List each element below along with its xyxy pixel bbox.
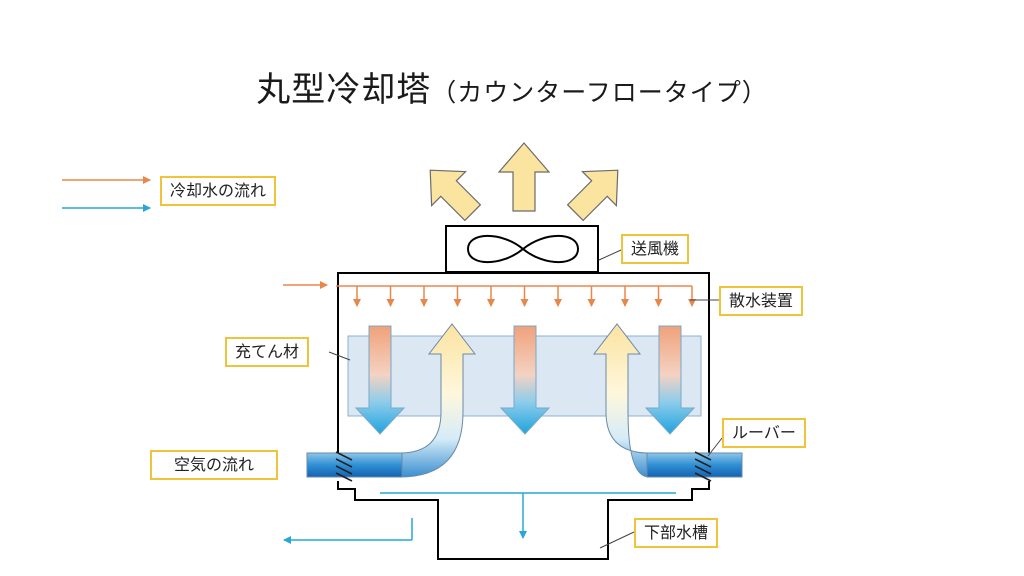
basin-water-lines [283,492,676,544]
label-sprinkler-text: 散水装置 [729,291,794,310]
label-sprinkler: 散水装置 [719,286,804,316]
sprinkler-nozzles [353,286,730,307]
legend-label-water-text: 冷却水の流れ [170,181,267,200]
page-title: 丸型冷却塔（カウンターフロータイプ） [0,62,1024,111]
exhaust-arrow-right [566,169,619,222]
exhaust-arrow-center [497,142,551,212]
water-arrow-1 [354,325,406,435]
label-fill-text: 充てん材 [235,342,300,361]
label-basin: 下部水槽 [634,518,719,548]
leader-basin [599,531,635,549]
leader-fill [328,351,351,361]
exhaust-arrows [429,142,619,222]
louver-left [335,451,353,482]
label-fan-text: 送風機 [631,239,680,258]
label-louver-text: ルーバー [732,423,796,442]
louvers [335,451,712,482]
label-fan: 送風機 [621,234,690,264]
label-basin-text: 下部水槽 [644,523,709,542]
air-duct-left-inlet [306,452,403,478]
title-sub: （カウンターフロータイプ） [431,78,768,107]
leader-lines [328,249,723,549]
water-down-arrows [354,325,696,435]
basin-outline [337,481,710,560]
louver-right [694,451,712,482]
label-louver: ルーバー [722,418,806,448]
title-main: 丸型冷却塔 [256,70,432,110]
legend [62,176,151,212]
tower-body [337,272,710,455]
label-fill: 充てん材 [225,337,310,367]
water-arrow-2 [499,325,551,435]
fan-symbol [466,234,580,264]
exhaust-arrow-left [429,169,482,222]
leader-louver [707,437,723,457]
air-flow-paths [306,323,743,478]
sprinkler [283,281,730,307]
label-air-flow: 空気の流れ [150,450,279,480]
air-duct-right-inlet [646,452,743,478]
leader-fan [598,249,622,261]
legend-label-water: 冷却水の流れ [160,176,277,206]
water-arrow-3 [644,325,696,435]
label-air-flow-text: 空気の流れ [174,455,255,474]
